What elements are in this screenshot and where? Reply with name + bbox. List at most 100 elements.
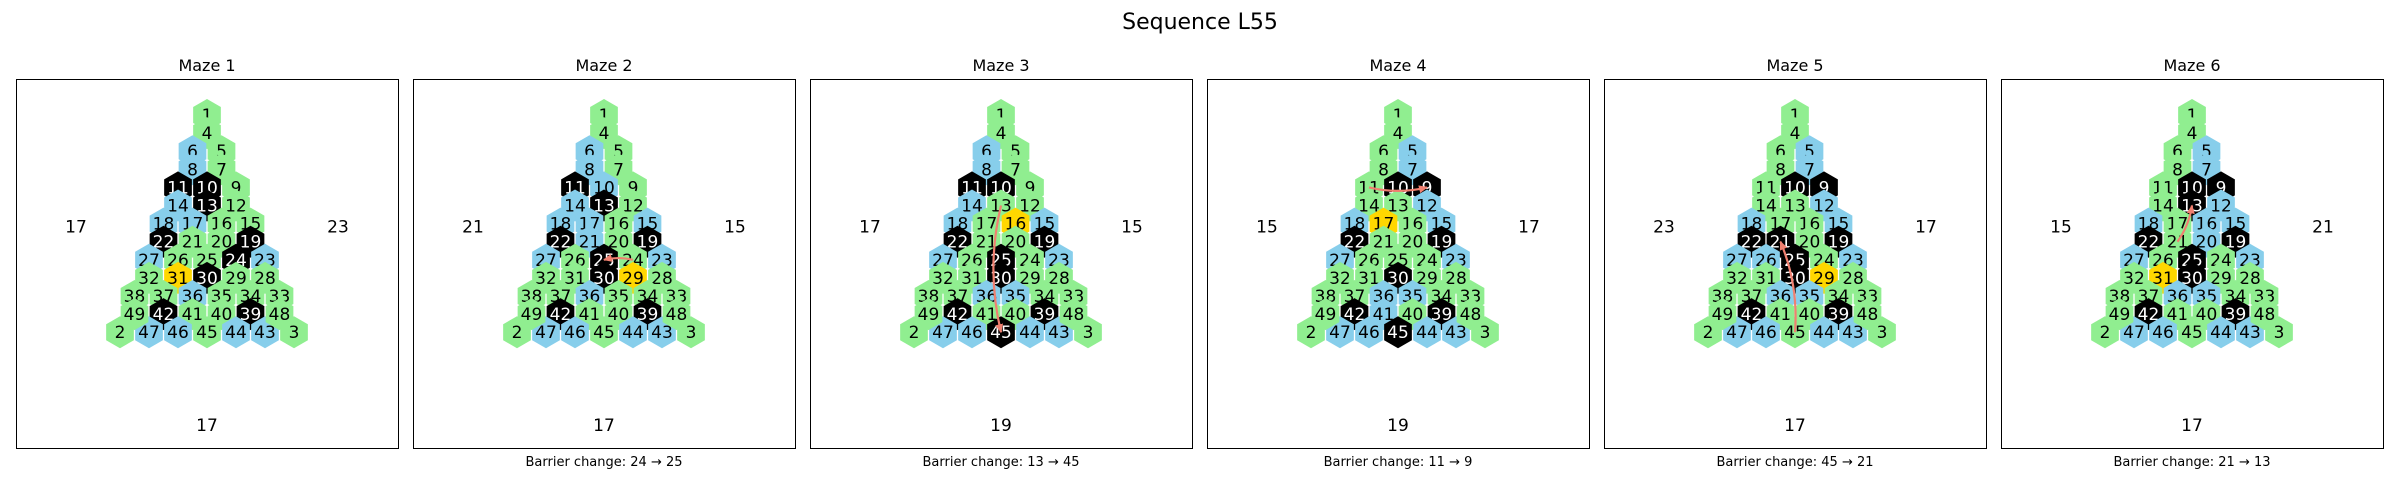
hex-number: 43 — [1048, 323, 1070, 343]
hex-number: 12 — [622, 197, 644, 217]
hex-number: 1 — [2187, 106, 2198, 126]
hex-number: 19 — [240, 233, 262, 253]
hex-number: 46 — [961, 323, 983, 343]
hex-cell-44: 44 — [1413, 316, 1441, 349]
hex-cell-48: 48 — [2250, 298, 2279, 331]
hex-number: 8 — [2172, 160, 2183, 180]
hex-number: 3 — [1083, 323, 1094, 343]
hex-number: 22 — [947, 233, 969, 253]
maze-title: Maze 4 — [1369, 56, 1426, 75]
hex-number: 46 — [564, 323, 586, 343]
hex-blue — [222, 316, 250, 349]
hex-number: 12 — [225, 197, 247, 217]
hex-number: 42 — [153, 305, 175, 325]
hex-number: 40 — [1005, 305, 1027, 325]
left-side-label: 21 — [462, 218, 484, 238]
hex-number: 21 — [182, 233, 204, 253]
hex-number: 4 — [1790, 124, 1801, 144]
hex-number: 29 — [622, 269, 644, 289]
maze-frame — [1207, 79, 1590, 449]
hex-green — [193, 316, 221, 349]
hex-number: 20 — [211, 233, 233, 253]
hex-number: 45 — [593, 323, 615, 343]
hex-number: 4 — [2187, 124, 2198, 144]
hex-cell-48: 48 — [265, 298, 294, 331]
hex-number: 4 — [202, 124, 213, 144]
hex-number: 41 — [976, 305, 998, 325]
hex-cell-45: 45 — [590, 316, 618, 349]
hex-number: 32 — [535, 269, 557, 289]
hex-number: 32 — [138, 269, 160, 289]
hex-number: 22 — [550, 233, 572, 253]
hex-number: 44 — [1813, 323, 1835, 343]
hex-number: 5 — [2201, 142, 2212, 162]
hex-number: 44 — [225, 323, 247, 343]
hex-number: 2 — [1703, 323, 1714, 343]
maze-title: Maze 6 — [2163, 56, 2220, 75]
hex-number: 14 — [1755, 197, 1777, 217]
hex-black — [1384, 316, 1412, 349]
hex-number: 41 — [1770, 305, 1792, 325]
hex-number: 49 — [918, 305, 940, 325]
hex-green — [1059, 298, 1088, 331]
hex-number: 2 — [909, 323, 920, 343]
hex-number: 48 — [1063, 305, 1085, 325]
hex-number: 30 — [1387, 269, 1409, 289]
hex-number: 42 — [1344, 305, 1366, 325]
barrier-change-arrow — [603, 254, 634, 262]
maze-title: Maze 2 — [575, 56, 632, 75]
hex-number: 31 — [1755, 269, 1777, 289]
hex-number: 20 — [1799, 233, 1821, 253]
hex-cell-44: 44 — [1810, 316, 1838, 349]
hex-number: 20 — [1005, 233, 1027, 253]
hex-number: 45 — [990, 323, 1012, 343]
hex-blue — [2149, 316, 2177, 349]
hex-number: 41 — [182, 305, 204, 325]
hex-number: 41 — [579, 305, 601, 325]
hex-number: 31 — [564, 269, 586, 289]
barrier-change-caption: Barrier change: 13 → 45 — [922, 455, 1079, 470]
hex-cell-45: 45 — [193, 316, 221, 349]
hex-number: 20 — [2196, 233, 2218, 253]
barrier-change-arrow — [1779, 240, 1797, 333]
hex-number: 3 — [1480, 323, 1491, 343]
hex-number: 8 — [1378, 160, 1389, 180]
hex-cell-48: 48 — [662, 298, 691, 331]
hex-blue — [1413, 316, 1441, 349]
hex-number: 45 — [2181, 323, 2203, 343]
right-side-label: 17 — [1518, 218, 1540, 238]
hex-number: 46 — [2152, 323, 2174, 343]
hex-number: 48 — [269, 305, 291, 325]
hex-number: 3 — [1877, 323, 1888, 343]
hex-number: 19 — [1431, 233, 1453, 253]
hex-number: 7 — [2201, 160, 2212, 180]
hex-number: 47 — [1329, 323, 1351, 343]
hex-number: 19 — [2225, 233, 2247, 253]
hex-number: 47 — [535, 323, 557, 343]
hex-number: 4 — [599, 124, 610, 144]
hex-cell-45: 45 — [1384, 316, 1412, 349]
hex-number: 44 — [2210, 323, 2232, 343]
hex-green — [265, 298, 294, 331]
hex-number: 8 — [187, 160, 198, 180]
hex-number: 6 — [981, 142, 992, 162]
hex-number: 43 — [254, 323, 276, 343]
hex-number: 30 — [990, 269, 1012, 289]
hex-number: 4 — [996, 124, 1007, 144]
hex-number: 43 — [2239, 323, 2261, 343]
hex-number: 14 — [564, 197, 586, 217]
hex-number: 5 — [216, 142, 227, 162]
hex-number: 22 — [153, 233, 175, 253]
hex-number: 42 — [550, 305, 572, 325]
left-side-label: 15 — [1256, 218, 1278, 238]
hex-number: 7 — [1804, 160, 1815, 180]
right-side-label: 15 — [724, 218, 746, 238]
hex-number: 6 — [1378, 142, 1389, 162]
hex-number: 43 — [1842, 323, 1864, 343]
hex-blue — [561, 316, 589, 349]
bottom-side-label: 17 — [593, 416, 615, 436]
hex-number: 30 — [196, 269, 218, 289]
hex-cell-44: 44 — [2207, 316, 2235, 349]
